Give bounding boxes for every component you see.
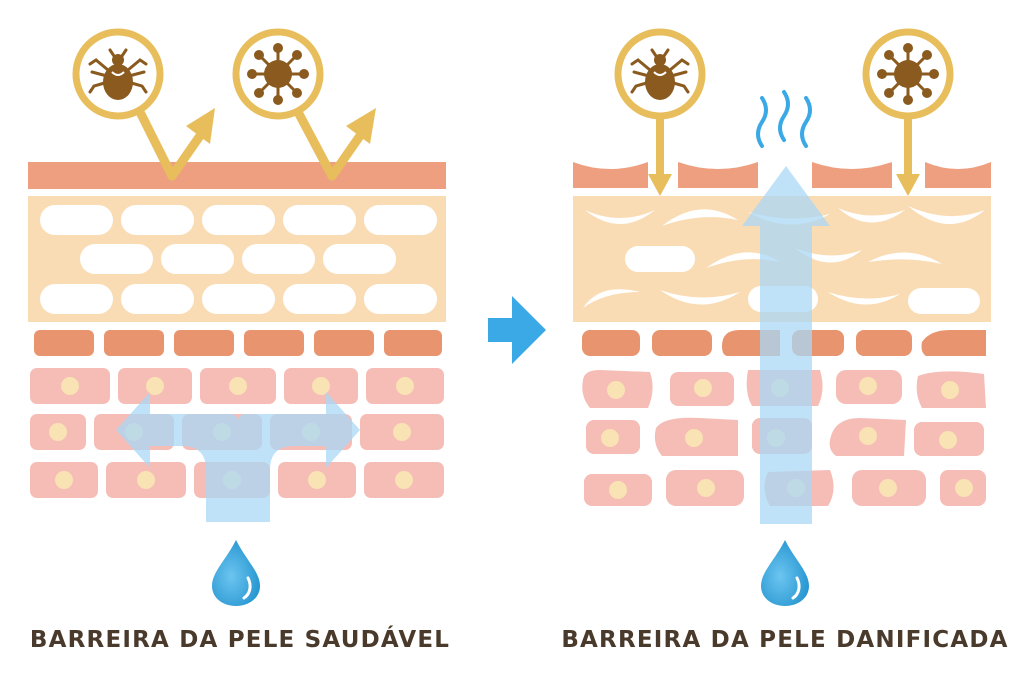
damaged-water-loss-arrow [742,166,830,524]
transition-arrow-icon [488,296,546,364]
healthy-middle-cells [34,330,442,356]
water-drop-icon [212,540,260,606]
virus-icon [862,28,954,120]
virus-icon [232,28,324,120]
mite-icon [614,28,706,120]
healthy-barrier-caption: BARREIRA DA PELE SAUDÁVEL [29,627,451,653]
healthy-outer-layer [28,162,446,189]
damaged-outer-layer [573,162,991,188]
mite-icon [72,28,164,120]
moisture-vapor-icon [756,90,812,148]
damaged-panel [573,28,991,606]
healthy-bounce-arrows [135,107,376,181]
healthy-barrier-cells [40,205,437,314]
damaged-penetration-arrows [648,114,920,196]
healthy-water-retention-arrow [116,392,360,522]
healthy-panel [28,28,446,606]
water-drop-icon [761,540,809,606]
damaged-barrier-caption: BARREIRA DA PELE DANIFICADA [561,627,1009,653]
